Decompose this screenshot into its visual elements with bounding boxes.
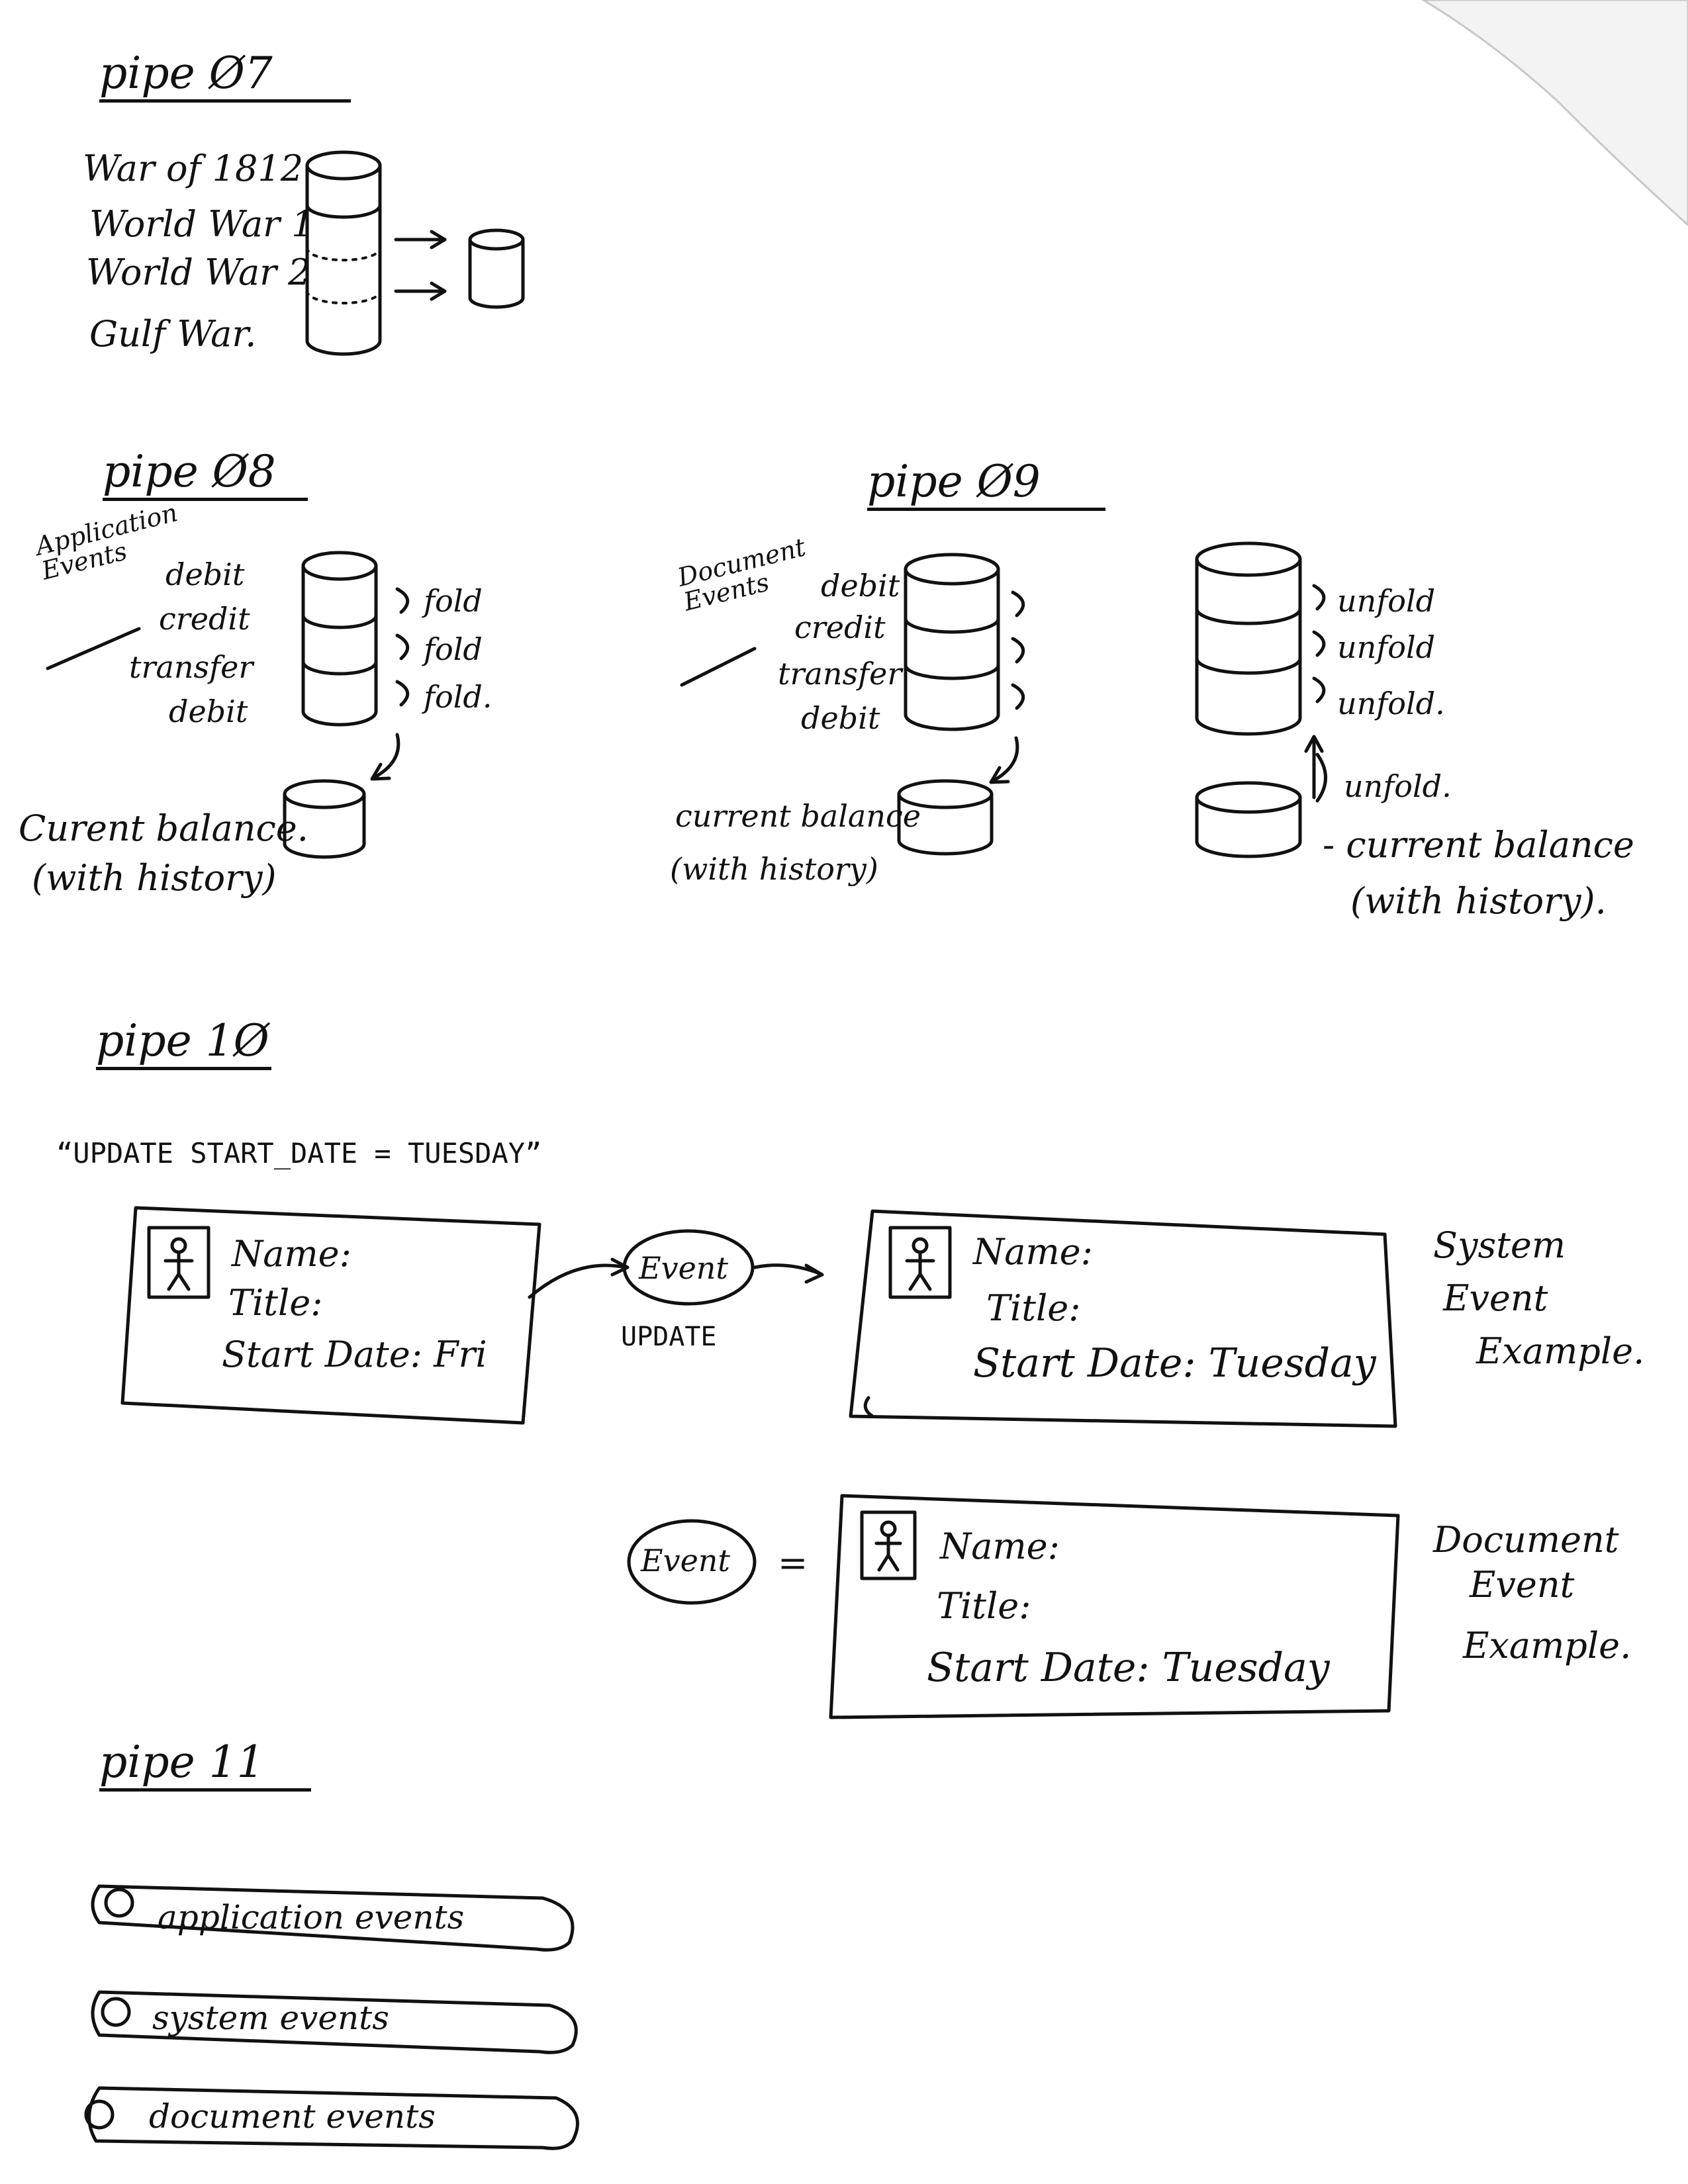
pipe09-stack-cylinder xyxy=(904,553,1000,731)
pipe09-down-arrow xyxy=(989,736,1019,784)
pipe08-result-line2: (with history) xyxy=(32,857,277,899)
pipe10-card-before xyxy=(120,1206,541,1425)
pipe07-title: pipe Ø7 xyxy=(99,52,351,103)
radio-application-events[interactable]: application events xyxy=(99,1886,576,1949)
pipe09-unfold-1: unfold xyxy=(1337,583,1436,619)
pipe08-event-3: transfer xyxy=(129,649,254,685)
pipe10-update-label: UPDATE xyxy=(621,1322,717,1352)
pipe10-card-after xyxy=(849,1209,1397,1428)
system-caption-line3: Example. xyxy=(1476,1330,1645,1372)
pipe08-fold-3: fold. xyxy=(424,679,492,715)
pipe09-up-arrow xyxy=(1304,735,1324,799)
pipe07-row-1: War of 1812 xyxy=(83,148,304,189)
pipe10-title: pipe 1Ø xyxy=(96,1019,271,1070)
pipe09-right-stack-cylinder xyxy=(1195,541,1302,736)
pipe09-title: pipe Ø9 xyxy=(867,460,1105,511)
pipe10-arrow-to-event xyxy=(528,1257,630,1299)
radio-document-events-label: document events xyxy=(149,2097,436,2136)
pipe08-balance-cylinder xyxy=(283,779,366,859)
page-corner-fold xyxy=(1421,0,1688,227)
pipe09-label-underline xyxy=(680,647,757,687)
pipe08-fold-1: fold xyxy=(424,583,483,619)
radio-system-events[interactable]: system events xyxy=(99,1992,576,2055)
pipe09-event-4: debit xyxy=(801,700,880,736)
card-after-start-date: Start Date: Tuesday xyxy=(973,1340,1376,1387)
card-after-title: Title: xyxy=(986,1287,1081,1329)
pipe07-row-3: World War 2 xyxy=(86,251,311,293)
pipe09-unfold-arcs xyxy=(1312,584,1327,803)
pipe09-unfold-4: unfold. xyxy=(1344,768,1452,804)
pipe11-title: pipe 11 xyxy=(99,1741,311,1792)
pipe10-event-label: Event xyxy=(639,1250,728,1286)
pipe07-small-cylinder xyxy=(468,228,525,309)
pipe07-arrows xyxy=(394,230,447,301)
card-document-start-date: Start Date: Tuesday xyxy=(927,1645,1330,1691)
pipe09-unfold-3: unfold. xyxy=(1337,686,1445,721)
pipe10-command: “UPDATE START_DATE = TUESDAY” xyxy=(56,1137,542,1169)
document-caption-line2: Event xyxy=(1470,1564,1575,1606)
pipe09-result-line2: (with history) xyxy=(670,851,878,887)
pipe10-equals: = xyxy=(778,1542,808,1584)
pipe08-label-underline xyxy=(46,627,141,670)
card-before-start-date: Start Date: Fri xyxy=(222,1334,487,1375)
radio-system-events-label: system events xyxy=(152,1999,389,2037)
system-caption-line1: System xyxy=(1433,1224,1566,1266)
pipe10-event-bubble xyxy=(622,1229,755,1306)
pipe09-right-result-line1: - current balance xyxy=(1323,824,1634,866)
card-document-title: Title: xyxy=(937,1585,1031,1627)
pipe07-big-cylinder xyxy=(305,150,382,356)
radio-application-events-label: application events xyxy=(158,1898,465,1936)
pipe10-card-document xyxy=(829,1494,1400,1719)
document-caption-line3: Example. xyxy=(1463,1625,1632,1666)
pipe08-fold-2: fold xyxy=(424,631,483,667)
radio-document-events[interactable]: document events xyxy=(86,2088,576,2151)
system-caption-line2: Event xyxy=(1443,1277,1548,1319)
pipe09-fold-arcs xyxy=(1011,590,1025,710)
pipe08-stack-cylinder xyxy=(301,551,378,727)
pipe10-document-event-bubble xyxy=(627,1519,757,1605)
pipe08-title: pipe Ø8 xyxy=(103,450,308,501)
card-document-name: Name: xyxy=(940,1525,1060,1567)
document-caption-line1: Document xyxy=(1433,1519,1619,1561)
pipe08-event-1: debit xyxy=(165,557,245,592)
pipe08-event-4: debit xyxy=(169,694,248,729)
pipe09-unfold-2: unfold xyxy=(1337,629,1436,665)
pipe08-fold-arcs xyxy=(395,587,409,707)
pipe09-event-1: debit xyxy=(821,568,900,604)
pipe07-row-2: World War 1 xyxy=(89,203,314,245)
pipe11-pills xyxy=(84,1884,579,2150)
pipe09-event-2: credit xyxy=(794,610,886,645)
pipe09-balance-cylinder xyxy=(897,779,994,856)
pipe10-document-event-label: Event xyxy=(641,1543,730,1578)
pipe08-result-line1: Curent balance. xyxy=(19,807,308,849)
card-before-title: Title: xyxy=(228,1282,323,1324)
card-after-name: Name: xyxy=(973,1231,1093,1273)
pipe07-row-4: Gulf War. xyxy=(89,313,257,355)
pipe08-down-arrow xyxy=(370,733,400,781)
pipe10-arrow-from-event xyxy=(753,1263,824,1284)
pipe09-right-balance-cylinder xyxy=(1195,781,1302,858)
pipe09-event-3: transfer xyxy=(778,656,902,692)
pipe08-event-2: credit xyxy=(159,601,250,637)
pipe09-right-result-line2: (with history). xyxy=(1350,880,1607,922)
card-before-name: Name: xyxy=(232,1233,352,1275)
pipe09-result-line1: current balance xyxy=(675,798,921,834)
